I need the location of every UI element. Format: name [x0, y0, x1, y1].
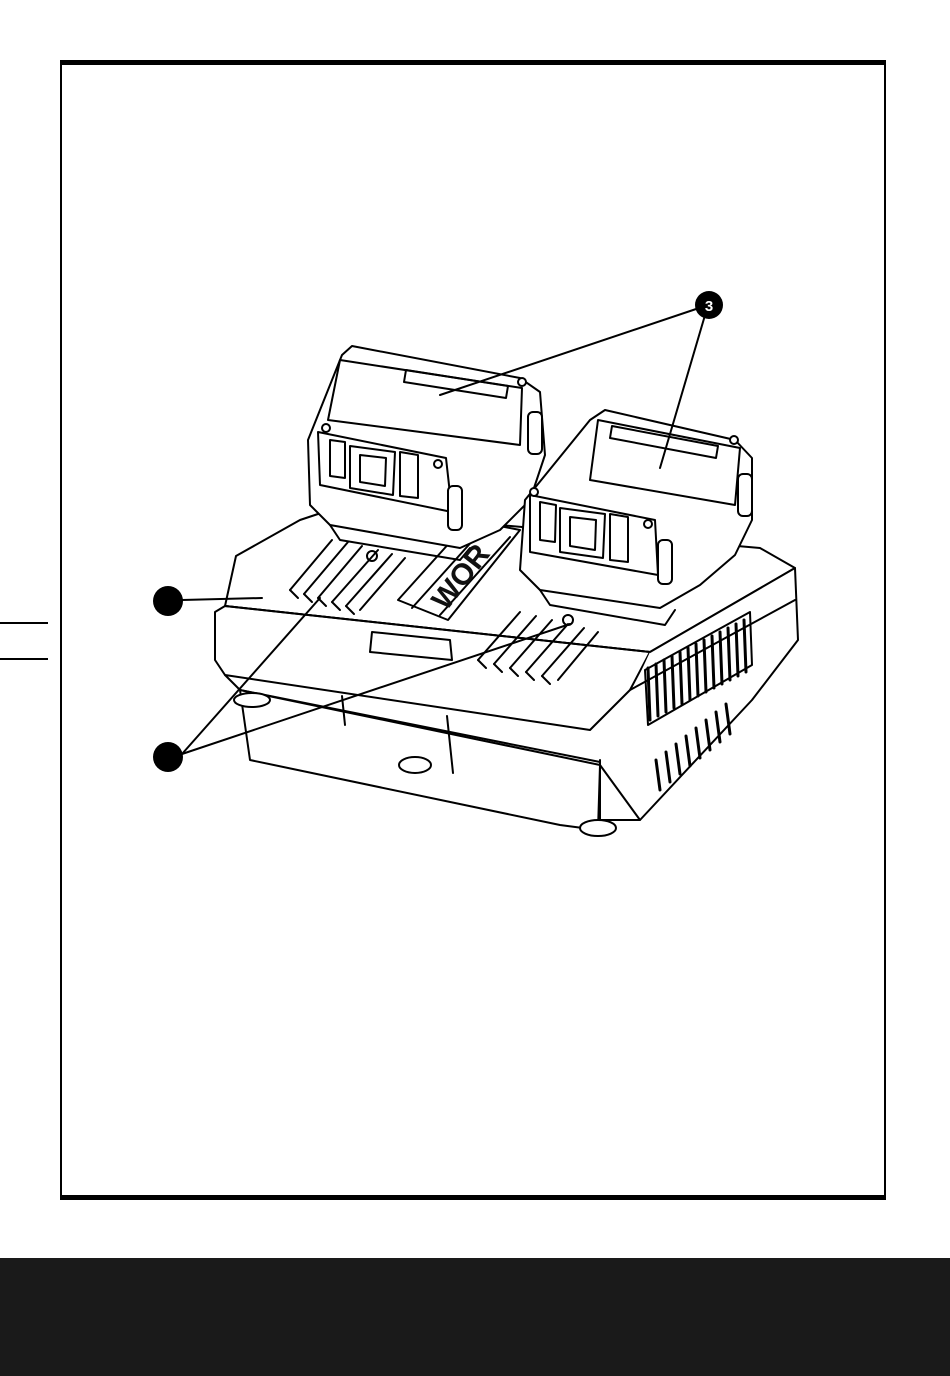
- callout-2-marker: [153, 742, 183, 772]
- callout-3-label: 3: [705, 298, 713, 315]
- callout-3-marker: 3: [695, 291, 723, 319]
- footer-band: [0, 1258, 950, 1376]
- callout-1-marker: [153, 586, 183, 616]
